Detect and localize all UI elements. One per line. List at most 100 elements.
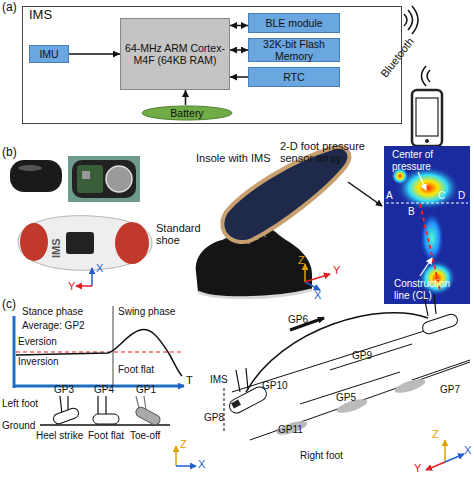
wireless-wave xyxy=(412,6,418,34)
measure-line xyxy=(330,344,412,370)
width-line xyxy=(386,202,468,203)
part-label: Left foot xyxy=(2,398,38,410)
callout-number: GP4 xyxy=(94,384,114,396)
signal-arrow xyxy=(230,49,248,51)
pointer-arrow xyxy=(420,258,432,276)
measure-line xyxy=(224,388,225,432)
point-label: D xyxy=(458,190,465,202)
wireless-wave xyxy=(404,14,407,26)
signal-arrow xyxy=(230,76,248,78)
panel-label: (a) xyxy=(2,1,17,13)
foot-trajectory xyxy=(246,313,428,392)
signal-arrow xyxy=(185,90,187,105)
event-label: Heel strike xyxy=(36,430,83,442)
pointer-arrow xyxy=(348,182,382,206)
axis-arrow xyxy=(444,440,446,462)
axis-label: X xyxy=(314,289,321,301)
ims-module xyxy=(66,232,94,254)
processor-box: 64-MHz ARM Cortex-M4F (64KB RAM) xyxy=(120,18,230,90)
direction-label: Eversion xyxy=(18,336,57,348)
axis-arrow xyxy=(445,454,464,462)
pcb-photo xyxy=(68,156,140,202)
callout-number: GP11 xyxy=(278,424,303,436)
signal-arrow xyxy=(69,53,120,55)
phase-label: Swing phase xyxy=(118,306,175,318)
graph-axis xyxy=(13,316,16,388)
shoe-sketch xyxy=(421,313,459,336)
callout-number: GP6 xyxy=(288,314,308,326)
callout-number: GP1 xyxy=(136,384,156,396)
part-label: Insole with IMS xyxy=(196,152,271,164)
callout-number: GP7 xyxy=(440,384,460,396)
battery-ellipse: Battery xyxy=(141,105,233,121)
callout-number: GP3 xyxy=(54,384,74,396)
leg-sketch xyxy=(98,396,106,414)
box-text: BLE module xyxy=(263,17,324,29)
construction-line xyxy=(420,204,440,290)
wireless-wave xyxy=(427,70,430,82)
pointer-arrow xyxy=(418,172,426,190)
part-label: 2-D foot pressure sensor array xyxy=(280,140,376,164)
leg-sketch xyxy=(236,368,248,392)
foot-sketch xyxy=(134,405,162,426)
panel-label: (b) xyxy=(2,146,17,158)
part-label: Construction line (CL) xyxy=(394,278,466,302)
axis-arrow xyxy=(175,446,177,466)
device-casing xyxy=(72,160,136,198)
part-label: Ground xyxy=(2,420,35,432)
circuit-board xyxy=(77,165,103,193)
callout-number: GP10 xyxy=(262,380,288,392)
phone-icon xyxy=(412,90,442,146)
phase-divider xyxy=(113,306,114,386)
link-label: Bluetooth xyxy=(378,35,416,79)
part-label: Standard shoe xyxy=(156,222,202,246)
device-highlight xyxy=(18,165,42,171)
box-text: 32K-bit Flash Memory xyxy=(249,38,339,62)
direction-label: Inversion xyxy=(18,356,59,368)
device-label: IMS xyxy=(50,238,62,258)
axis-arrow xyxy=(305,274,330,282)
point-label: A xyxy=(386,190,393,202)
angle-curve xyxy=(16,330,182,376)
axis-arrow xyxy=(305,282,320,290)
pressure-map xyxy=(384,146,470,304)
wireless-wave xyxy=(408,10,413,30)
part-label: Center of pressure xyxy=(392,149,452,173)
coin-battery xyxy=(106,166,132,192)
foot-sketch xyxy=(93,414,119,424)
axis-label: X xyxy=(198,458,205,470)
battery-shape xyxy=(142,106,232,120)
axis-label: X xyxy=(96,262,103,274)
device-label: IMS xyxy=(210,374,228,386)
callout-number: GP5 xyxy=(336,392,356,404)
chip xyxy=(82,171,90,179)
heel-pad xyxy=(20,223,48,261)
point-label: B xyxy=(408,206,415,218)
axis-label: Z xyxy=(298,254,305,266)
memory-box: 32K-bit Flash Memory xyxy=(248,38,340,62)
insole-photo xyxy=(18,216,152,271)
axis-arrow xyxy=(76,285,92,287)
shoe-sole xyxy=(198,290,312,298)
axis-label: X xyxy=(464,444,471,456)
panel-label: (c) xyxy=(2,298,16,310)
phone-button xyxy=(425,139,429,143)
event-label: Foot flat xyxy=(88,430,124,442)
parameter-label: Average: GP2 xyxy=(22,320,85,332)
phase-label: Stance phase xyxy=(22,306,83,318)
axis-arrow xyxy=(426,462,445,470)
ims-device xyxy=(10,160,62,192)
measure-line xyxy=(300,372,400,404)
part-label: Right foot xyxy=(300,450,343,462)
box-text: Battery xyxy=(168,107,205,119)
clock-box: RTC xyxy=(248,67,340,87)
axis-label: Y xyxy=(414,462,421,474)
foot-sketch xyxy=(52,407,80,425)
callout-number: GP8 xyxy=(204,412,224,424)
axis-label: Y xyxy=(68,280,75,292)
axis-label: T xyxy=(186,374,193,386)
event-label: Foot flat xyxy=(118,364,154,376)
